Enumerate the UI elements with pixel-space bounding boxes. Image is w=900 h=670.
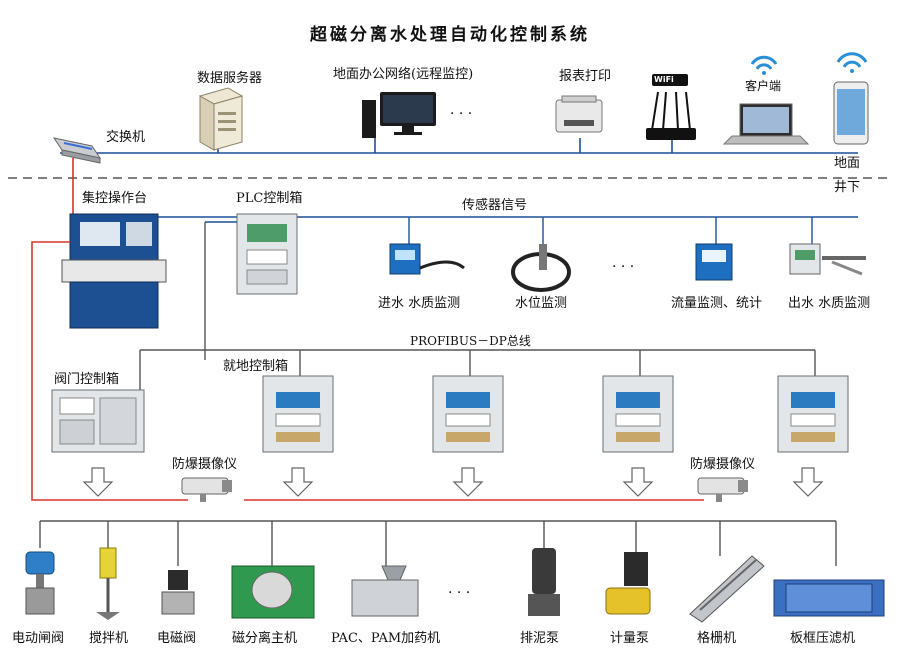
local-control-box-2-icon: [432, 375, 504, 453]
camera-control-line: [31, 241, 704, 501]
device-ellipsis: · · ·: [448, 585, 471, 601]
ethernet-backbone: [60, 138, 858, 154]
electric-gate-valve-icon: [25, 551, 55, 615]
profibus-label: PROFIBUS－DP总线: [410, 334, 531, 348]
metering-pump-icon: [605, 552, 651, 615]
diagram-title: 超磁分离水处理自动化控制系统: [310, 25, 590, 45]
device-label-magnetic-separator: 磁分离主机: [232, 631, 298, 646]
switch-icon: [52, 137, 102, 164]
server-label: 数据服务器: [197, 71, 263, 86]
outflow-quality-label: 出水 水质监测: [788, 296, 871, 311]
solenoid-valve-icon: [161, 570, 195, 615]
device-label-solenoid-valve: 电磁阀: [157, 631, 197, 646]
down-arrow-icon: [452, 467, 484, 497]
office-network-label: 地面办公网络(远程监控): [333, 67, 474, 82]
local-control-box-3-icon: [602, 375, 674, 453]
local-control-box-4-icon: [777, 375, 849, 453]
smartphone-icon: [833, 52, 869, 145]
profibus-bus: [139, 221, 816, 390]
device-label-agitator: 搅拌机: [89, 631, 129, 646]
inflow-quality-label: 进水 水质监测: [378, 296, 461, 311]
inflow-quality-sensor-icon: [389, 243, 465, 275]
filter-press-icon: [773, 579, 885, 617]
down-arrow-icon: [282, 467, 314, 497]
sensor-signal-label: 传感器信号: [462, 198, 528, 213]
camera-right-label: 防爆摄像仪: [690, 457, 756, 472]
device-bus: [39, 520, 837, 566]
outflow-quality-sensor-icon: [789, 243, 866, 276]
valve-control-box-icon: [51, 389, 145, 453]
underground-label: 井下: [834, 180, 861, 195]
control-console-icon: [61, 213, 167, 329]
down-arrow-icons: [82, 467, 824, 497]
down-arrow-icon: [792, 467, 824, 497]
sensor-ellipsis: · · ·: [612, 259, 635, 275]
device-label-dosing-machine: PAC、PAM加药机: [331, 631, 441, 646]
magnetic-separator-icon: [231, 565, 315, 619]
level-label: 水位监测: [515, 296, 568, 311]
level-sensor-icon: [511, 244, 571, 292]
flow-meter-icon: [695, 243, 733, 281]
device-label-filter-press: 板框压滤机: [790, 631, 856, 646]
camera-left-label: 防爆摄像仪: [172, 457, 238, 472]
camera-right-icon: [697, 477, 748, 502]
office-pc-icon: [362, 92, 436, 138]
sludge-pump-icon: [528, 548, 560, 616]
valve-box-label: 阀门控制箱: [54, 372, 120, 387]
device-label-gate-valve: 电动闸阀: [12, 631, 65, 646]
camera-left-icon: [181, 477, 232, 502]
local-control-box-1-icon: [262, 375, 334, 453]
wifi-router-icon: [646, 74, 696, 140]
client-label: 客户端: [745, 79, 782, 93]
flow-label: 流量监测、统计: [671, 296, 763, 311]
down-arrow-icon: [622, 467, 654, 497]
down-arrow-icon: [82, 467, 114, 497]
network-ellipsis: · · ·: [450, 106, 473, 122]
device-label-sludge-pump: 排泥泵: [520, 631, 560, 646]
printer-icon: [555, 95, 603, 133]
ground-label: 地面: [834, 156, 861, 171]
plc-cabinet-icon: [236, 213, 298, 295]
wifi-label: WiFi: [654, 75, 674, 84]
local-box-label: 就地控制箱: [223, 359, 289, 374]
agitator-icon: [96, 547, 120, 620]
dosing-machine-icon: [351, 565, 419, 617]
server-icon: [198, 87, 244, 151]
plc-label: PLC控制箱: [236, 191, 303, 206]
device-label-bar-screen: 格栅机: [697, 631, 737, 646]
switch-label: 交换机: [106, 130, 146, 145]
client-laptop-icon: [722, 55, 810, 145]
console-label: 集控操作台: [82, 191, 148, 206]
bar-screen-icon: [689, 555, 765, 623]
device-label-metering-pump: 计量泵: [610, 631, 650, 646]
printer-label: 报表打印: [559, 69, 612, 84]
